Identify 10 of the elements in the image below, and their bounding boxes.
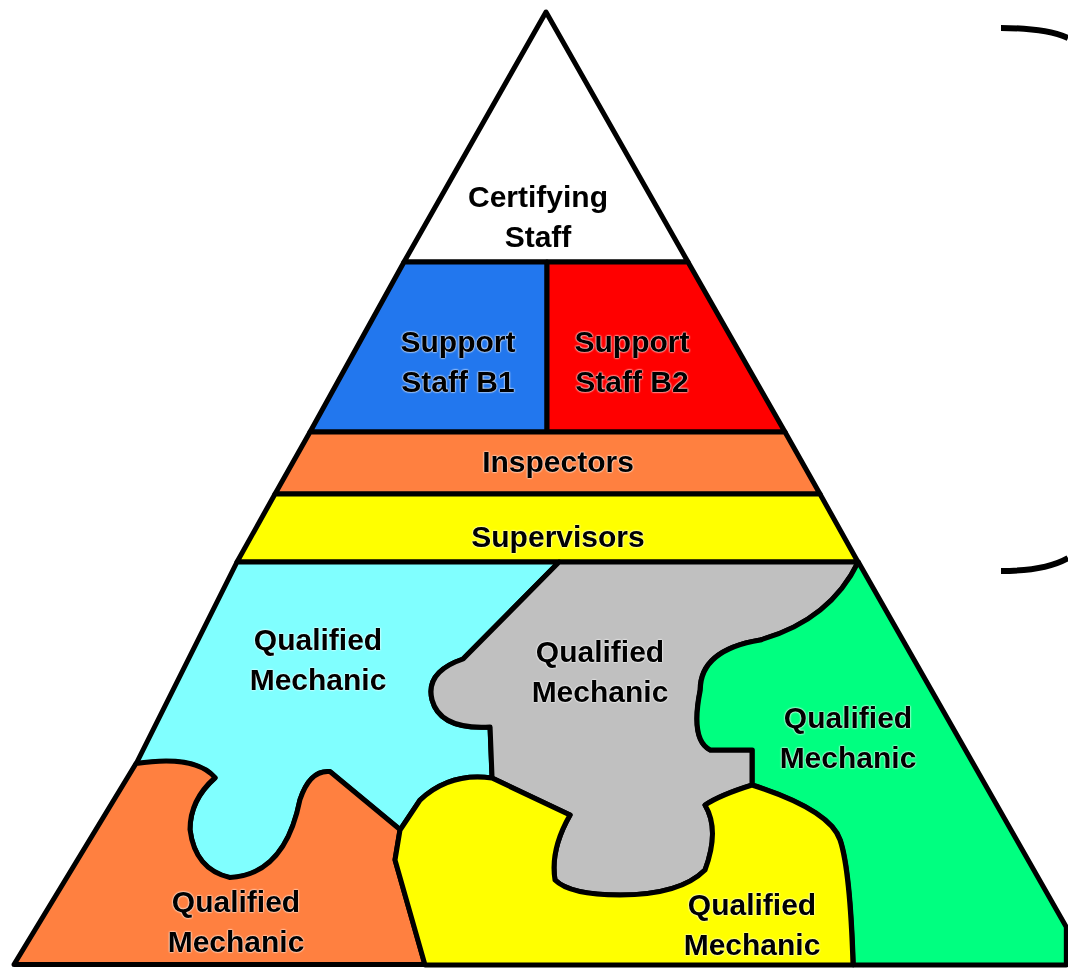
tier-label: Qualified Mechanic	[778, 700, 918, 776]
tier-label: Support Staff B2	[573, 324, 691, 400]
tier-label: Inspectors	[481, 444, 635, 480]
tier-label: Qualified Mechanic	[530, 634, 670, 710]
tier-label: Supervisors	[470, 519, 646, 555]
tier-label: Qualified Mechanic	[682, 887, 822, 963]
tier-label: Certifying Staff	[467, 179, 609, 255]
tier-label: Support Staff B1	[399, 324, 517, 400]
tier-label: Qualified Mechanic	[166, 884, 306, 960]
tier-label: Qualified Mechanic	[248, 622, 388, 698]
